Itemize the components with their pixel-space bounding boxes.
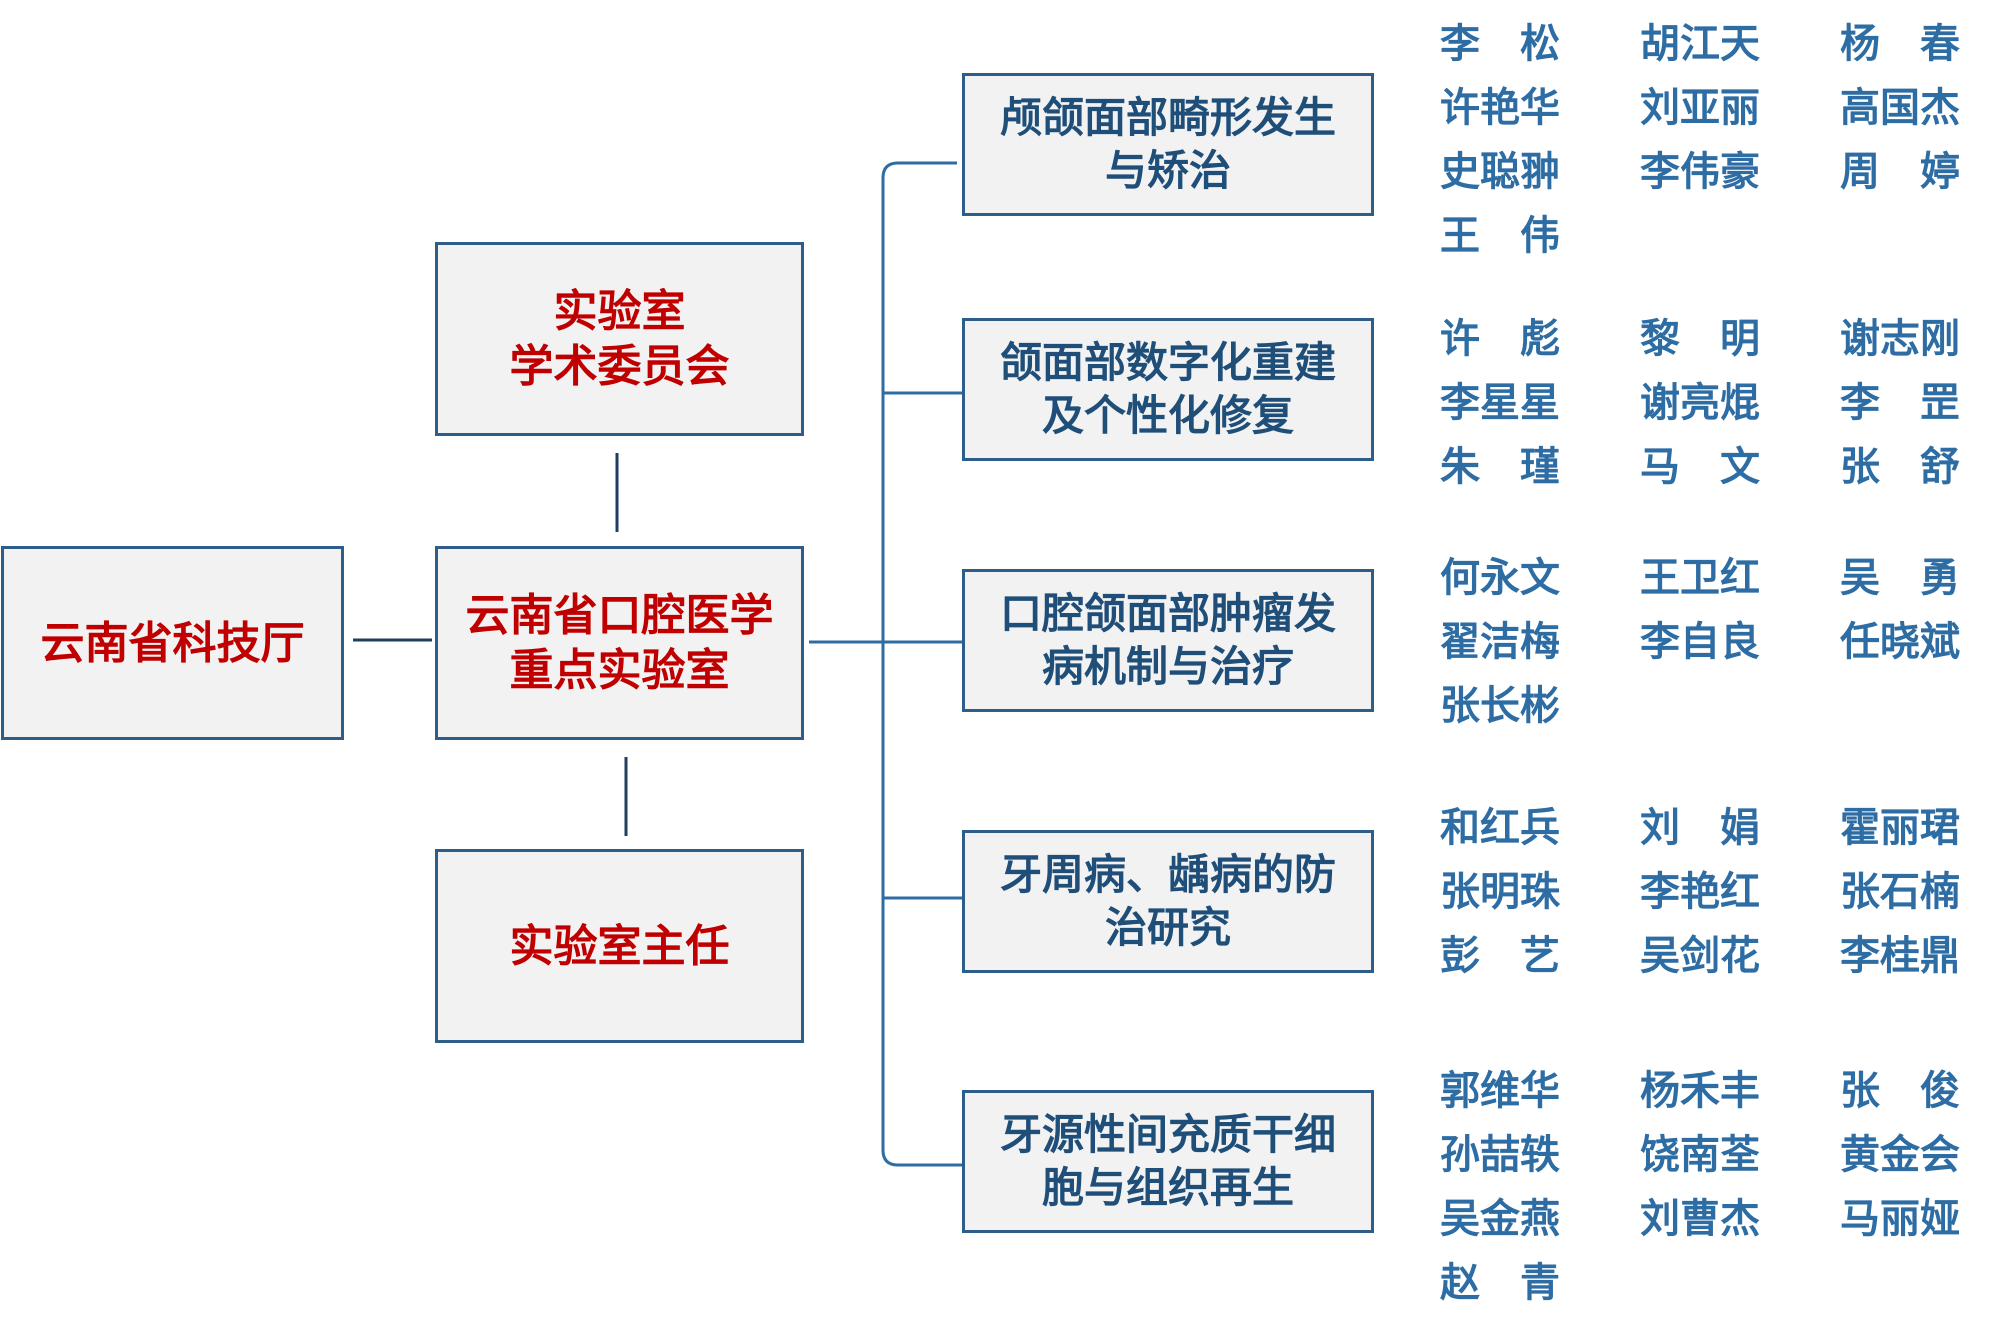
member-name: 彭 艺 xyxy=(1440,933,1560,979)
direction-box-1: 颅颌面部畸形发生 与矫治 xyxy=(962,73,1374,216)
laboratory-box: 云南省口腔医学 重点实验室 xyxy=(435,546,804,740)
member-name: 张明珠 xyxy=(1440,869,1560,915)
member-name: 杨禾丰 xyxy=(1640,1068,1760,1114)
direction-5-title-line-2: 胞与组织再生 xyxy=(1041,1162,1294,1212)
member-name: 许 彪 xyxy=(1440,316,1560,362)
member-name: 马丽娅 xyxy=(1840,1196,1960,1242)
direction-box-4: 牙周病、龋病的防 治研究 xyxy=(962,830,1374,973)
member-name: 刘曹杰 xyxy=(1640,1196,1760,1242)
member-name: 郭维华 xyxy=(1440,1068,1560,1114)
committee-label-line-2: 学术委员会 xyxy=(509,341,730,392)
member-name: 马 文 xyxy=(1640,444,1760,490)
members-grid-4: 和红兵 刘 娟 霍丽珺 张明珠 李艳红 张石楠 彭 艺 吴剑花 李桂鼎 xyxy=(1440,801,2000,983)
direction-5-title-line-1: 牙源性间充质干细 xyxy=(999,1110,1336,1159)
director-label: 实验室主任 xyxy=(509,920,730,972)
direction-box-3: 口腔颌面部肿瘤发 病机制与治疗 xyxy=(962,569,1374,712)
member-name: 吴金燕 xyxy=(1440,1196,1560,1242)
member-name: 刘 娟 xyxy=(1640,805,1760,851)
members-grid-2: 许 彪 黎 明 谢志刚 李星星 谢亮焜 李 罡 朱 瑾 马 文 张 舒 xyxy=(1440,312,2000,494)
member-name: 谢亮焜 xyxy=(1640,380,1760,426)
member-name: 吴剑花 xyxy=(1640,933,1760,979)
member-name: 王卫红 xyxy=(1640,555,1760,601)
member-name: 李 松 xyxy=(1440,21,1560,67)
members-grid-5: 郭维华 杨禾丰 张 俊 孙喆轶 饶南荃 黄金会 吴金燕 刘曹杰 马丽娅 赵 青 xyxy=(1440,1064,2000,1310)
member-name: 和红兵 xyxy=(1440,805,1560,851)
director-box: 实验室主任 xyxy=(435,849,804,1043)
member-name: 许艳华 xyxy=(1440,85,1560,131)
member-name: 李 罡 xyxy=(1840,380,1960,426)
member-name: 李自良 xyxy=(1640,619,1760,665)
member-name: 霍丽珺 xyxy=(1840,805,1960,851)
department-label: 云南省科技厅 xyxy=(40,617,305,669)
member-name: 任晓斌 xyxy=(1840,619,1960,665)
direction-box-5: 牙源性间充质干细 胞与组织再生 xyxy=(962,1090,1374,1233)
department-box: 云南省科技厅 xyxy=(1,546,344,740)
member-name: 孙喆轶 xyxy=(1440,1132,1560,1178)
trunk-line xyxy=(881,161,962,1167)
direction-2-title-line-2: 及个性化修复 xyxy=(1041,390,1294,440)
member-name: 李艳红 xyxy=(1640,869,1760,915)
direction-3-title-line-1: 口腔颌面部肿瘤发 xyxy=(999,589,1336,638)
member-name: 王 伟 xyxy=(1440,213,1560,259)
laboratory-label-line-2: 重点实验室 xyxy=(509,645,730,696)
member-name: 史聪翀 xyxy=(1440,149,1560,195)
member-name: 赵 青 xyxy=(1440,1260,1560,1306)
member-name: 黄金会 xyxy=(1840,1132,1960,1178)
direction-4-title-line-1: 牙周病、龋病的防 xyxy=(999,850,1336,899)
committee-box: 实验室 学术委员会 xyxy=(435,242,804,436)
member-name: 张 舒 xyxy=(1840,444,1960,490)
member-name: 杨 春 xyxy=(1840,21,1960,67)
members-grid-1: 李 松 胡江天 杨 春 许艳华 刘亚丽 高国杰 史聪翀 李伟豪 周 婷 王 伟 xyxy=(1440,17,2000,263)
direction-2-title-line-1: 颌面部数字化重建 xyxy=(999,338,1336,387)
member-name: 张长彬 xyxy=(1440,683,1560,729)
direction-1-title-line-1: 颅颌面部畸形发生 xyxy=(999,93,1336,142)
member-name: 胡江天 xyxy=(1640,21,1760,67)
member-name: 周 婷 xyxy=(1840,149,1960,195)
laboratory-label-line-1: 云南省口腔医学 xyxy=(465,590,774,641)
member-name: 谢志刚 xyxy=(1840,316,1960,362)
member-name: 黎 明 xyxy=(1640,316,1760,362)
member-name: 李星星 xyxy=(1440,380,1560,426)
direction-1-title-line-2: 与矫治 xyxy=(1104,145,1231,195)
member-name: 张石楠 xyxy=(1840,869,1960,915)
members-grid-3: 何永文 王卫红 吴 勇 翟洁梅 李自良 任晓斌 张长彬 xyxy=(1440,551,2000,733)
member-name: 高国杰 xyxy=(1840,85,1960,131)
committee-label-line-1: 实验室 xyxy=(553,286,686,337)
member-name: 饶南荃 xyxy=(1640,1132,1760,1178)
direction-3-title-line-2: 病机制与治疗 xyxy=(1041,641,1294,691)
direction-4-title-line-2: 治研究 xyxy=(1104,902,1231,952)
member-name: 刘亚丽 xyxy=(1640,85,1760,131)
member-name: 李桂鼎 xyxy=(1840,933,1960,979)
member-name: 翟洁梅 xyxy=(1440,619,1560,665)
member-name: 李伟豪 xyxy=(1640,149,1760,195)
member-name: 何永文 xyxy=(1440,555,1560,601)
member-name: 朱 瑾 xyxy=(1440,444,1560,490)
member-name: 张 俊 xyxy=(1840,1068,1960,1114)
direction-box-2: 颌面部数字化重建 及个性化修复 xyxy=(962,318,1374,461)
member-name: 吴 勇 xyxy=(1840,555,1960,601)
